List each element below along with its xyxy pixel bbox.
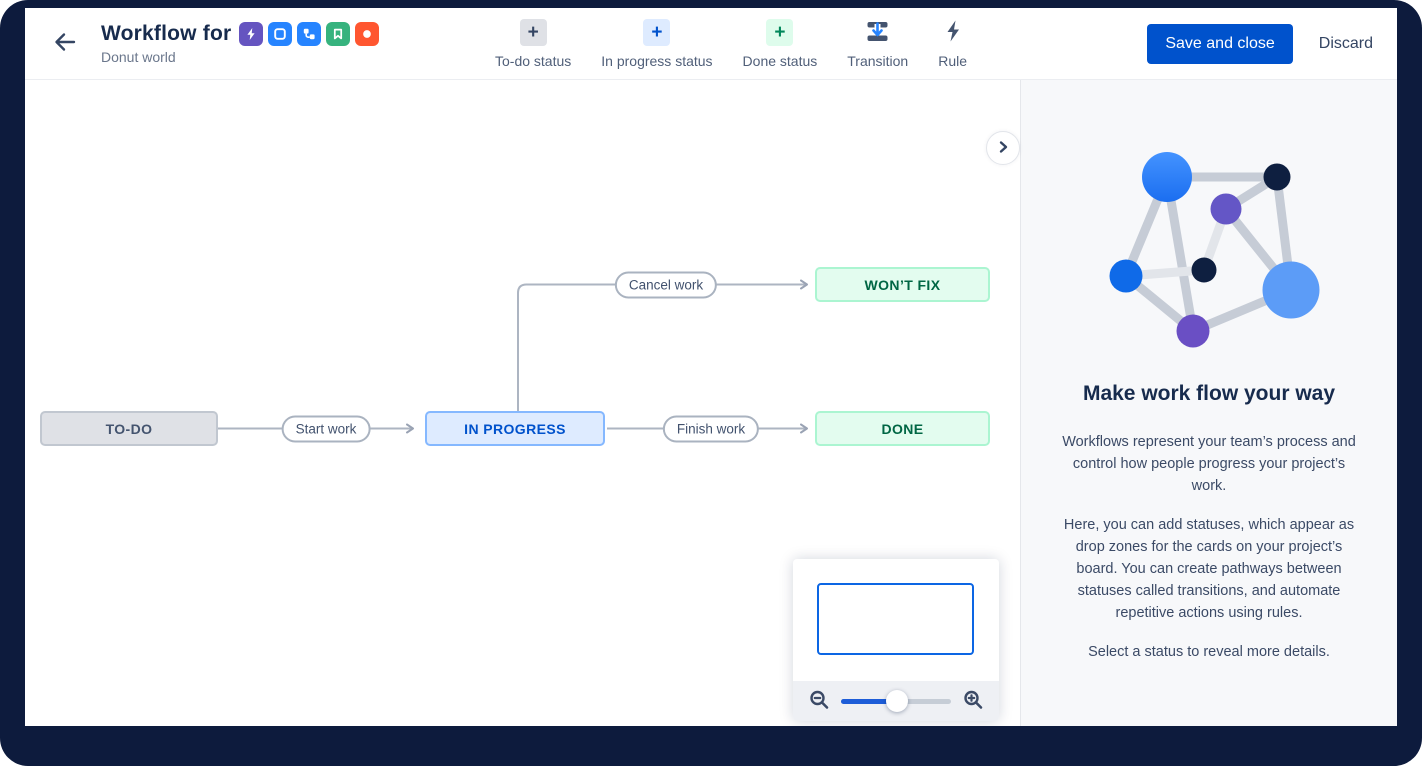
- zoom-slider-fill: [841, 699, 898, 704]
- sidebar-paragraph: Select a status to reveal more details.: [1088, 644, 1330, 660]
- workflow-editor-window: Workflow for: [25, 8, 1397, 726]
- status-node-todo[interactable]: TO-DO: [40, 411, 218, 446]
- zoom-slider[interactable]: [841, 689, 951, 713]
- discard-button[interactable]: Discard: [1318, 35, 1373, 52]
- sidebar-paragraph: Here, you can add statuses, which appear…: [1063, 517, 1355, 621]
- page-title: Workflow for: [101, 22, 232, 45]
- arrow-left-icon: [52, 30, 78, 57]
- magnifier-plus-icon: [962, 689, 984, 714]
- graph-node-purple-bottom: [1176, 314, 1210, 348]
- add-rule-button[interactable]: Rule: [938, 19, 967, 69]
- edge-cancel-work[interactable]: [517, 279, 808, 412]
- chevron-right-icon: [996, 140, 1010, 157]
- project-avatars: [239, 22, 380, 46]
- transition-label-start-work[interactable]: Start work: [281, 415, 371, 442]
- graph-node-navy-top: [1263, 163, 1291, 191]
- editor-header: Workflow for: [25, 8, 1397, 80]
- transition-icon: [864, 18, 891, 48]
- tool-label: Transition: [847, 53, 909, 69]
- plus-icon: +: [766, 19, 794, 46]
- status-node-wont-fix[interactable]: WON’T FIX: [815, 267, 990, 302]
- plus-icon: +: [519, 19, 547, 46]
- graph-node-large-lightblue: [1262, 261, 1320, 319]
- minimap-panel: [793, 559, 999, 721]
- zoom-out-button[interactable]: [807, 689, 831, 713]
- editor-toolbar: + To-do status + In progress status + Do…: [495, 19, 967, 69]
- info-sidebar: Make work flow your way Workflows repres…: [1020, 80, 1397, 726]
- graph-node-large-blue: [1142, 152, 1192, 202]
- graph-node-navy-center: [1191, 257, 1217, 283]
- title-block: Workflow for: [101, 22, 380, 65]
- sidebar-heading: Make work flow your way: [1082, 382, 1336, 405]
- zoom-controls: [793, 681, 999, 721]
- graph-node-purple-top: [1210, 193, 1242, 225]
- workflow-canvas[interactable]: TO-DO IN PROGRESS DONE WON’T FIX Start w…: [25, 80, 1020, 726]
- add-inprogress-status-button[interactable]: + In progress status: [601, 19, 713, 69]
- header-actions: Save and close Discard: [1147, 24, 1373, 64]
- tool-label: To-do status: [495, 53, 572, 69]
- plus-icon: +: [643, 19, 671, 46]
- sidebar-paragraph: Workflows represent your team’s process …: [1062, 434, 1356, 494]
- transition-label-cancel-work[interactable]: Cancel work: [614, 271, 718, 298]
- tool-label: Done status: [742, 53, 818, 69]
- status-node-in-progress[interactable]: IN PROGRESS: [425, 411, 605, 446]
- components-icon: [297, 22, 322, 46]
- circle-icon: [355, 22, 380, 46]
- add-done-status-button[interactable]: + Done status: [742, 19, 818, 69]
- back-button[interactable]: [49, 28, 81, 60]
- editor-body: TO-DO IN PROGRESS DONE WON’T FIX Start w…: [25, 80, 1397, 726]
- transition-label-finish-work[interactable]: Finish work: [662, 415, 760, 442]
- minimap-viewport[interactable]: [817, 583, 974, 655]
- add-transition-button[interactable]: Transition: [847, 19, 908, 69]
- zoom-slider-thumb[interactable]: [886, 690, 909, 712]
- sidebar-collapse-button[interactable]: [986, 131, 1020, 165]
- tool-label: Rule: [938, 53, 968, 69]
- bolt-icon: [239, 22, 264, 46]
- project-name: Donut world: [101, 49, 176, 65]
- graph-node-blue-left: [1109, 259, 1143, 293]
- magnifier-minus-icon: [808, 689, 830, 714]
- save-and-close-button[interactable]: Save and close: [1147, 24, 1293, 64]
- add-todo-status-button[interactable]: + To-do status: [495, 19, 571, 69]
- tool-label: In progress status: [601, 53, 713, 69]
- status-node-done[interactable]: DONE: [815, 411, 990, 446]
- lightning-icon: [941, 18, 965, 47]
- zoom-in-button[interactable]: [961, 689, 985, 713]
- square-icon: [268, 22, 293, 46]
- network-graph-illustration: [1109, 152, 1320, 348]
- bookmark-icon: [326, 22, 351, 46]
